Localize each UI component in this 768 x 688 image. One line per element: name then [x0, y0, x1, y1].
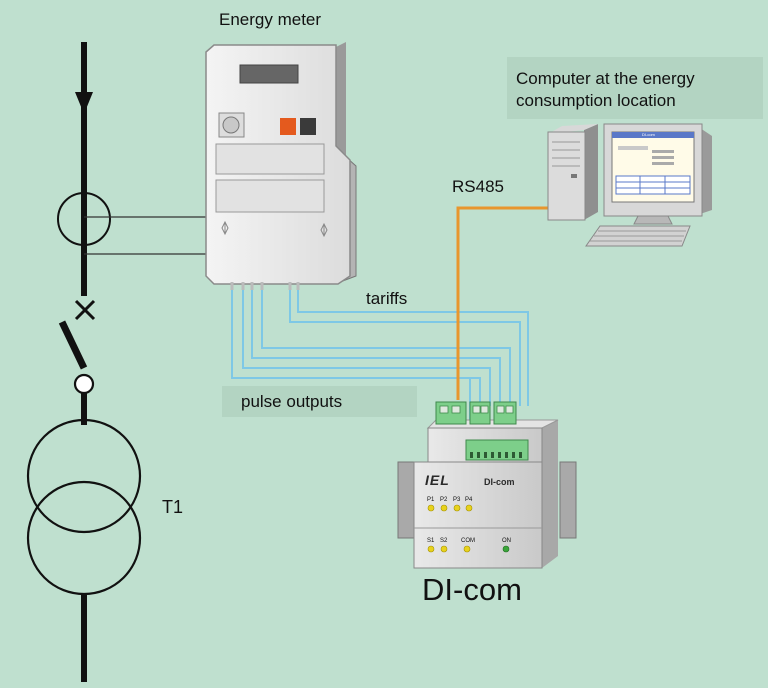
label-device: DI-com — [422, 572, 522, 607]
pc-power-button — [571, 174, 577, 178]
label-transformer: T1 — [162, 497, 184, 517]
on-led — [502, 545, 510, 553]
pulse-leds — [427, 504, 473, 512]
dicom-side — [542, 420, 558, 568]
led-label-on: ON — [502, 538, 511, 544]
status-leds — [427, 545, 471, 553]
pc-tower-side — [584, 124, 598, 220]
monitor-window-content — [615, 146, 691, 195]
transformer-winding-2 — [26, 480, 142, 596]
terminal-block-bottom — [465, 439, 529, 461]
label-energy-meter: Energy meter — [219, 10, 322, 29]
pulse-outputs-label-box: pulse outputs — [222, 386, 417, 417]
wire-pulse-1 — [231, 282, 481, 406]
led-label-p1: P1 — [427, 497, 435, 503]
monitor-window-title: DI-com — [642, 132, 655, 137]
meter-seal-left-icon — [221, 220, 229, 236]
meter-panel-2 — [215, 179, 325, 213]
breaker-cross — [74, 299, 96, 321]
label-tariffs: tariffs — [366, 289, 408, 308]
din-rail-left — [397, 461, 415, 539]
meter-seal-right-icon — [320, 222, 328, 238]
monitor-back — [700, 128, 712, 214]
computer-label-box: Computer at the energy consumption locat… — [507, 57, 763, 119]
led-label-p2: P2 — [440, 497, 448, 503]
monitor-stand — [633, 215, 673, 225]
energy-meter — [205, 42, 357, 290]
computer — [547, 123, 712, 247]
meter-button-orange — [280, 118, 296, 135]
switch-blade — [58, 320, 88, 370]
wire-pulse-4 — [261, 282, 511, 406]
led-label-s1: S1 — [427, 538, 435, 544]
pc-tower-front — [547, 131, 586, 221]
meter-rotary-knob — [222, 116, 240, 134]
meter-button-dark — [300, 118, 316, 135]
terminal-block-top — [435, 401, 517, 425]
label-pulse-outputs: pulse outputs — [241, 392, 343, 411]
current-transformer — [57, 192, 111, 246]
keyboard-keys — [590, 230, 686, 242]
meter-display — [239, 64, 299, 84]
device-model: DI-com — [484, 477, 515, 487]
label-computer-line1: Computer at the energy — [516, 69, 695, 88]
wire-tariff-2 — [297, 282, 529, 406]
label-computer-line2: consumption location — [516, 91, 676, 110]
single-line-diagram — [26, 42, 210, 682]
led-label-com: COM — [461, 538, 475, 544]
dicom-front — [413, 461, 543, 569]
power-flow-arrow — [75, 92, 93, 114]
din-rail-right — [559, 461, 577, 539]
led-label-p3: P3 — [453, 497, 461, 503]
wire-tariff-1 — [289, 282, 521, 406]
rs485-cable — [456, 206, 550, 400]
meter-terminal-stubs — [230, 282, 300, 290]
switch-pivot — [73, 373, 95, 395]
wire-pulse-2 — [242, 282, 491, 406]
dicom-device — [397, 401, 577, 569]
led-label-p4: P4 — [465, 497, 473, 503]
wire-pulse-3 — [251, 282, 501, 406]
meter-panel-1 — [215, 143, 325, 175]
device-brand: IEL — [425, 472, 450, 488]
transformer-winding-1 — [26, 418, 142, 534]
led-label-s2: S2 — [440, 538, 448, 544]
monitor-window-titlebar — [612, 132, 694, 138]
label-rs485: RS485 — [452, 177, 504, 196]
pc-drive-bays — [552, 141, 580, 167]
